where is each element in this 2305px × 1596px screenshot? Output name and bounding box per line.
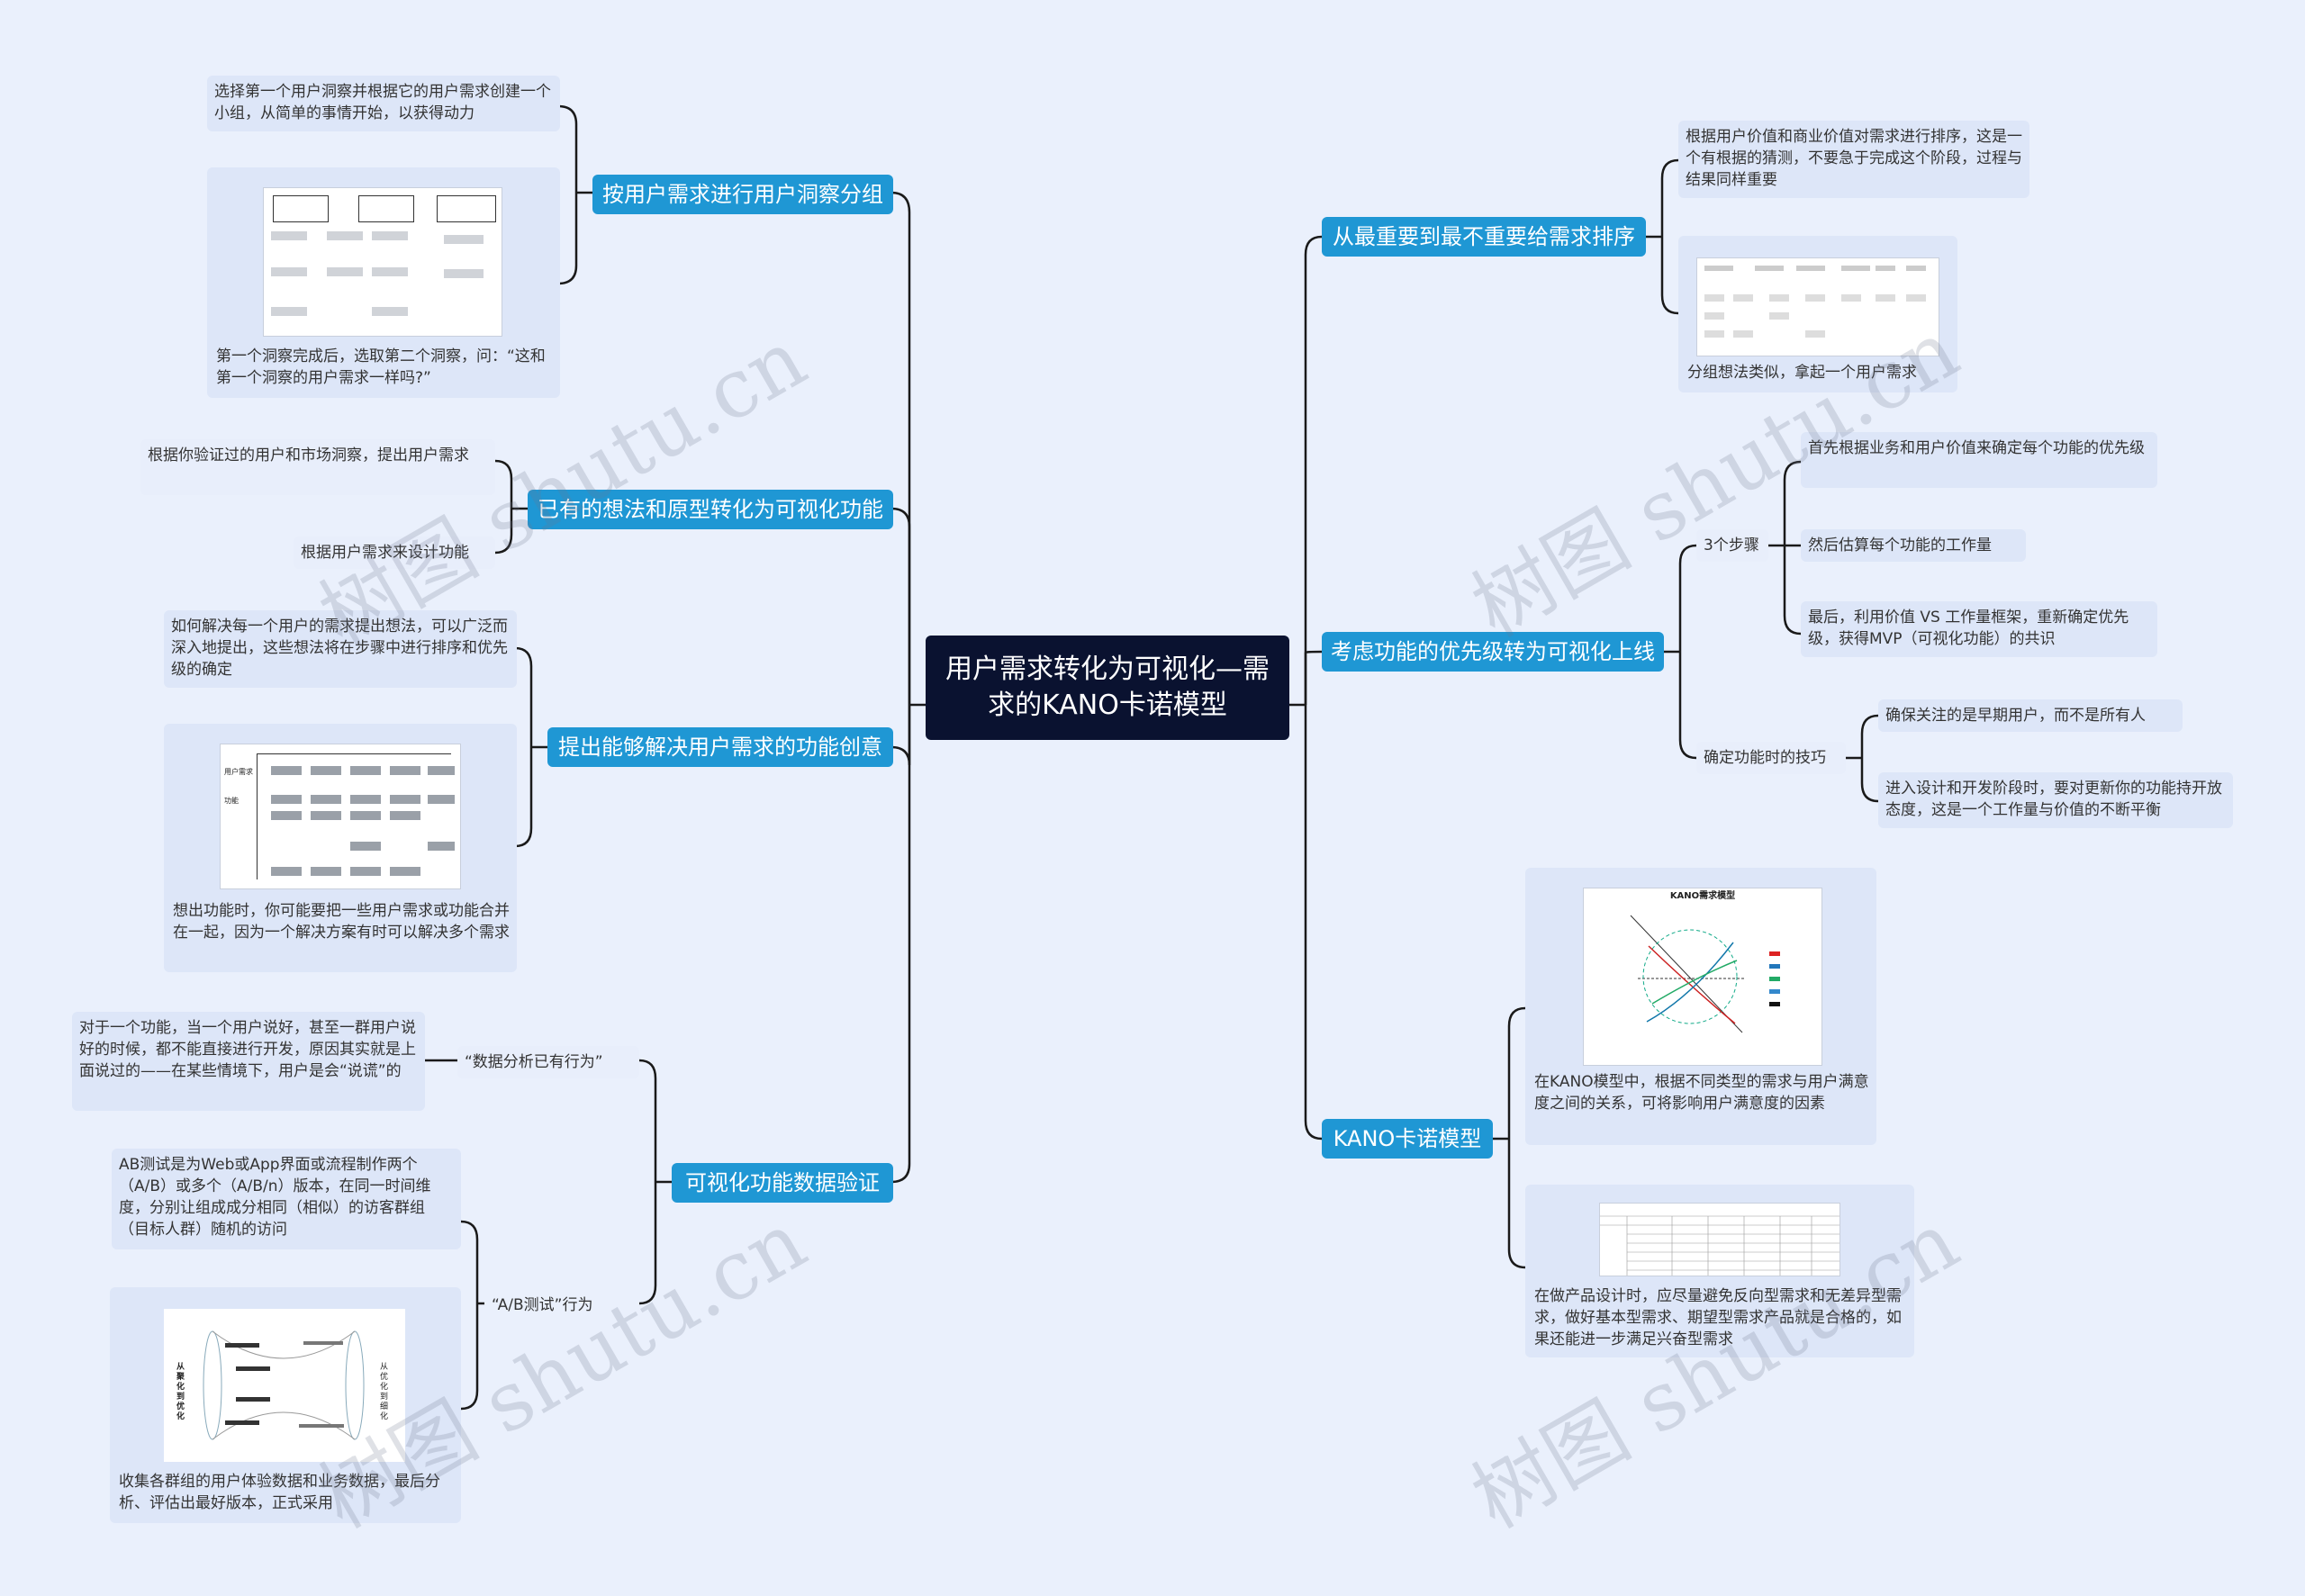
tip-early-users[interactable]: 确保关注的是早期用户，而不是所有人 <box>1878 699 2183 732</box>
branch-priority-online[interactable]: 考虑功能的优先级转为可视化上线 <box>1322 632 1664 672</box>
leaf-ab-image-card[interactable]: 从聚化到优化 从优化到细化 收集各群组的用户体验数据和业务数据，最后分析、评估出… <box>110 1287 461 1523</box>
sort-caption: 分组想法类似，拿起一个用户需求 <box>1687 364 1917 382</box>
sort-needs-image <box>1696 257 1939 356</box>
kano-chart-image: KANO需求模型 <box>1583 888 1822 1066</box>
leaf-ab-definition[interactable]: AB测试是为Web或App界面或流程制作两个（A/B）或多个（A/B/n）版本，… <box>112 1149 461 1249</box>
leaf-propose-user-needs[interactable]: 根据你验证过的用户和市场洞察，提出用户需求 <box>140 439 495 495</box>
leaf-sort-image-card[interactable]: 分组想法类似，拿起一个用户需求 <box>1678 236 1957 392</box>
branch-feature-ideas[interactable]: 提出能够解决用户需求的功能创意 <box>547 727 893 767</box>
pic-label-left: 从聚化到优化 <box>176 1363 185 1421</box>
branch-data-validation[interactable]: 可视化功能数据验证 <box>672 1163 893 1203</box>
ab-caption: 收集各群组的用户体验数据和业务数据，最后分析、评估出最好版本，正式采用 <box>119 1473 440 1512</box>
kano-caption-2: 在做产品设计时，应尽量避免反向型需求和无差异型需求，做好基本型需求、期望型需求产… <box>1534 1287 1902 1348</box>
kano-title: KANO需求模型 <box>1669 891 1736 901</box>
root-topic[interactable]: 用户需求转化为可视化—需求的KANO卡诺模型 <box>926 636 1289 740</box>
leaf-feature-image-card[interactable]: 用户需求 功能 想出功能时，你可能要把一些用户需求或功能合并在一起，因为一个解决… <box>164 724 517 972</box>
leaf-kano-chart-card[interactable]: KANO需求模型 在KANO模型中，根据不同类型的需求与用户满意度之间的关系，可… <box>1525 868 1876 1145</box>
ab-test-image: 从聚化到优化 从优化到细化 <box>164 1309 405 1462</box>
insight-caption: 第一个洞察完成后，选取第二个洞察，问：“这和第一个洞察的用户需求一样吗?” <box>216 347 546 387</box>
branch-prioritize-needs[interactable]: 从最重要到最不重要给需求排序 <box>1322 217 1646 257</box>
leaf-first-insight[interactable]: 选择第一个用户洞察并根据它的用户需求创建一个小组，从简单的事情开始，以获得动力 <box>207 76 560 131</box>
branch-ideas-to-features[interactable]: 已有的想法和原型转化为可视化功能 <box>528 490 893 529</box>
feature-ideas-image: 用户需求 功能 <box>220 744 461 889</box>
leaf-users-lie[interactable]: 对于一个功能，当一个用户说好，甚至一群用户说好的时候，都不能直接进行开发，原因其… <box>72 1012 425 1111</box>
pic-label-right: 从优化到细化 <box>380 1363 389 1421</box>
kano-table-image <box>1599 1203 1840 1276</box>
insight-grouping-image <box>263 187 502 337</box>
step-1-priority[interactable]: 首先根据业务和用户价值来确定每个功能的优先级 <box>1801 432 2157 488</box>
root-topic-label: 用户需求转化为可视化—需求的KANO卡诺模型 <box>945 654 1270 721</box>
pic-label-features: 功能 <box>224 797 239 805</box>
pic-label-needs: 用户需求 <box>224 768 253 776</box>
branch-user-insight-grouping[interactable]: 按用户需求进行用户洞察分组 <box>592 175 893 214</box>
leaf-design-features[interactable]: 根据用户需求来设计功能 <box>294 537 495 569</box>
branch-kano-model[interactable]: KANO卡诺模型 <box>1322 1119 1493 1159</box>
leaf-sort-by-value[interactable]: 根据用户价值和商业价值对需求进行排序，这是一个有根据的猜测，不要急于完成这个阶段… <box>1678 121 2029 198</box>
leaf-insight-image-card[interactable]: 第一个洞察完成后，选取第二个洞察，问：“这和第一个洞察的用户需求一样吗?” <box>207 167 560 398</box>
leaf-solve-needs[interactable]: 如何解决每一个用户的需求提出想法，可以广泛而深入地提出，这些想法将在步骤中进行排… <box>164 610 517 688</box>
kano-caption-1: 在KANO模型中，根据不同类型的需求与用户满意度之间的关系，可将影响用户满意度的… <box>1534 1073 1869 1113</box>
leaf-kano-table-card[interactable]: 在做产品设计时，应尽量避免反向型需求和无差异型需求，做好基本型需求、期望型需求产… <box>1525 1185 1914 1357</box>
step-2-estimate[interactable]: 然后估算每个功能的工作量 <box>1801 529 2026 562</box>
tip-stay-open[interactable]: 进入设计和开发阶段时，要对更新你的功能持开放态度，这是一个工作量与价值的不断平衡 <box>1878 772 2233 828</box>
sub-three-steps[interactable]: 3个步骤 <box>1696 529 1768 562</box>
step-3-mvp[interactable]: 最后，利用价值 VS 工作量框架，重新确定优先级，获得MVP（可视化功能）的共识 <box>1801 601 2157 657</box>
sub-feature-tips[interactable]: 确定功能时的技巧 <box>1696 742 1846 774</box>
feature-caption: 想出功能时，你可能要把一些用户需求或功能合并在一起，因为一个解决方案有时可以解决… <box>173 902 510 942</box>
sub-data-analysis[interactable]: “数据分析已有行为” <box>457 1046 639 1078</box>
sub-ab-test[interactable]: “A/B测试”行为 <box>492 1296 593 1314</box>
